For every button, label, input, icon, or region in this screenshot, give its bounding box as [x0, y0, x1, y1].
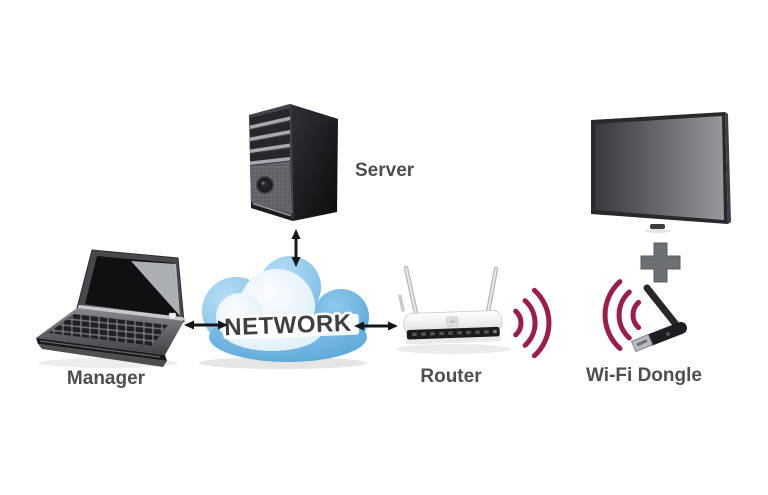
router-indicator-lights	[412, 329, 497, 337]
network-router-arrow	[354, 321, 398, 331]
router-icon	[396, 265, 510, 354]
arrow-left-head	[354, 321, 364, 331]
dongle-antenna	[643, 284, 682, 331]
wifi-signal-icon-dongle	[602, 279, 642, 351]
laptop-keyboard	[47, 313, 169, 347]
display-icon	[591, 112, 731, 233]
laptop-icon	[36, 249, 185, 368]
network-label: NETWORK	[224, 310, 353, 341]
arrow-right-head	[218, 320, 228, 330]
network-banner	[222, 313, 360, 340]
manager-network-arrow	[184, 320, 228, 330]
arrow-down-head	[291, 257, 301, 267]
wifi-dongle-label: Wi-Fi Dongle	[586, 365, 702, 386]
arrow-up-head	[291, 229, 301, 239]
network-cloud-icon: NETWORK	[199, 256, 369, 369]
display-screen	[595, 116, 724, 220]
wifi-dongle-icon	[630, 284, 687, 353]
dongle-body	[644, 322, 687, 346]
router-label: Router	[420, 366, 482, 387]
server-tower-icon	[249, 103, 338, 222]
server-drive-bays	[250, 108, 290, 165]
arrow-left-head	[184, 320, 194, 330]
wifi-signal-icon-router	[513, 287, 552, 359]
display-stand	[650, 224, 665, 229]
server-label: Server	[355, 160, 415, 181]
router-body	[403, 310, 503, 345]
manager-label: Manager	[67, 368, 146, 389]
server-network-arrow	[291, 229, 301, 267]
plus-icon	[640, 242, 681, 283]
arrow-right-head	[388, 321, 398, 331]
router-antennas	[398, 265, 499, 316]
